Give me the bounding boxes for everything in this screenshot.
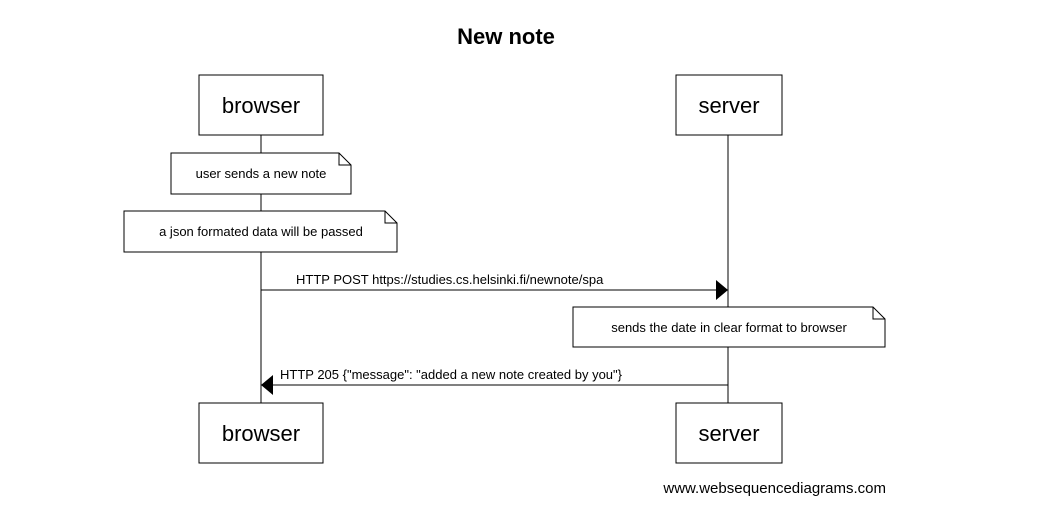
participant-browser-top-label: browser [222,93,300,118]
note-sends-date: sends the date in clear format to browse… [572,306,886,348]
message-http-205: HTTP 205 {"message": "added a new note c… [261,367,728,395]
participant-server-bottom: server [675,402,783,464]
participant-browser-top: browser [198,74,324,136]
participant-browser-bottom-label: browser [222,421,300,446]
message-http-205-text: HTTP 205 {"message": "added a new note c… [280,367,623,382]
diagram-title: New note [457,24,555,49]
participant-server-top: server [675,74,783,136]
participant-server-top-label: server [698,93,759,118]
arrowhead-right-icon [716,280,728,300]
note-user-sends-text: user sends a new note [196,166,327,181]
note-json-data: a json formated data will be passed [123,210,398,253]
note-user-sends: user sends a new note [170,152,352,195]
participant-server-bottom-label: server [698,421,759,446]
note-sends-date-text: sends the date in clear format to browse… [611,320,847,335]
note-json-data-text: a json formated data will be passed [159,224,363,239]
message-http-post-text: HTTP POST https://studies.cs.helsinki.fi… [296,272,604,287]
participant-browser-bottom: browser [198,402,324,464]
watermark: www.websequencediagrams.com [662,480,886,497]
arrowhead-left-icon [261,375,273,395]
message-http-post: HTTP POST https://studies.cs.helsinki.fi… [261,272,728,300]
